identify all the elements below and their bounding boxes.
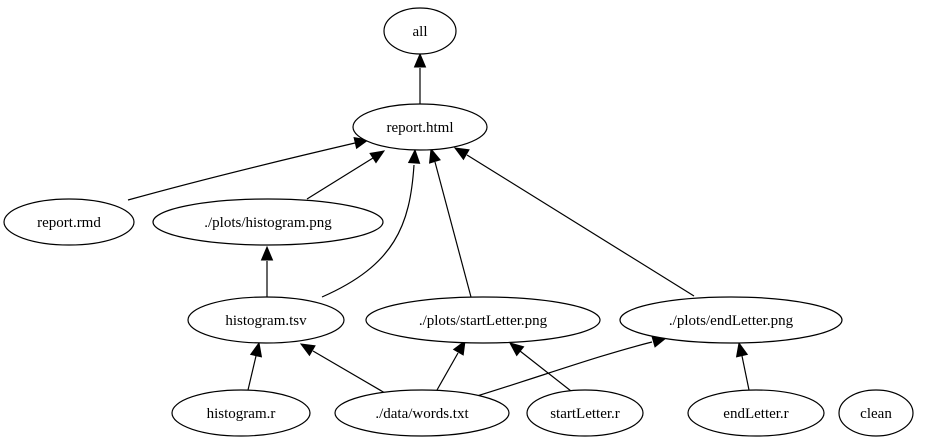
edge-words_txt-to-startLetter_png — [436, 339, 466, 391]
edge-startLetter_png-to-report_html — [428, 147, 472, 298]
edge-line — [519, 350, 572, 392]
node-endLetter_png: ./plots/endLetter.png — [619, 296, 843, 344]
node-label: clean — [860, 406, 892, 422]
node-ellipse — [838, 389, 914, 437]
arrowhead-icon — [249, 341, 263, 358]
node-ellipse — [687, 389, 825, 437]
node-histogram_r: histogram.r — [171, 389, 311, 437]
node-label: report.rmd — [37, 215, 101, 231]
node-label: ./data/words.txt — [375, 406, 469, 422]
nodes: all report.html report.rmd ./plots/histogra… — [3, 7, 914, 437]
edge-histogram_tsv-to-histogram_png — [260, 245, 274, 297]
arrowhead-icon — [413, 52, 427, 68]
node-label: histogram.tsv — [225, 313, 307, 329]
edge-report_html-to-all — [413, 52, 427, 104]
node-endLetter_r: endLetter.r — [687, 389, 825, 437]
edge-line — [321, 164, 415, 298]
node-all: all — [383, 7, 457, 55]
arrowhead-icon — [407, 148, 421, 164]
edge-line — [247, 355, 257, 391]
arrowhead-icon — [428, 147, 441, 164]
node-label: endLetter.r — [723, 406, 788, 422]
node-startLetter_png: ./plots/startLetter.png — [365, 296, 601, 344]
edge-endLetter_r-to-endLetter_png — [735, 341, 750, 391]
node-report_rmd: report.rmd — [3, 198, 135, 246]
edge-words_txt-to-endLetter_png — [476, 335, 668, 397]
node-label: ./plots/histogram.png — [204, 215, 332, 231]
node-ellipse — [526, 389, 644, 437]
edge-histogram_png-to-report_html — [306, 150, 386, 200]
arrowhead-icon — [260, 245, 274, 261]
node-ellipse — [352, 103, 488, 151]
edge-line — [476, 341, 653, 397]
edges — [127, 52, 750, 397]
node-label: startLetter.r — [550, 406, 620, 422]
arrowhead-icon — [508, 342, 525, 357]
node-label: report.html — [386, 120, 453, 136]
node-label: histogram.r — [207, 406, 276, 422]
edge-startLetter_r-to-startLetter_png — [508, 342, 572, 392]
node-ellipse — [365, 296, 601, 344]
node-report_html: report.html — [352, 103, 488, 151]
node-label: ./plots/startLetter.png — [419, 313, 548, 329]
arrowhead-icon — [452, 339, 466, 356]
node-ellipse — [171, 389, 311, 437]
arrowhead-icon — [735, 341, 749, 358]
edge-report_rmd-to-report_html — [127, 136, 370, 201]
edge-histogram_r-to-histogram_tsv — [247, 341, 263, 391]
node-words_txt: ./data/words.txt — [334, 389, 510, 437]
node-clean: clean — [838, 389, 914, 437]
node-startLetter_r: startLetter.r — [526, 389, 644, 437]
node-label: ./plots/endLetter.png — [669, 313, 794, 329]
node-histogram_png: ./plots/histogram.png — [152, 198, 384, 246]
edge-histogram_tsv-to-report_html — [321, 148, 421, 298]
node-label: all — [413, 24, 428, 40]
node-ellipse — [187, 296, 345, 344]
edge-line — [127, 142, 356, 201]
arrowhead-icon — [453, 147, 470, 161]
edge-line — [466, 154, 695, 297]
node-histogram_tsv: histogram.tsv — [187, 296, 345, 344]
edge-line — [434, 161, 472, 298]
edge-line — [741, 355, 750, 391]
node-ellipse — [334, 389, 510, 437]
edge-line — [436, 352, 459, 391]
edge-endLetter_png-to-report_html — [453, 147, 695, 297]
edge-line — [306, 157, 374, 200]
arrowhead-icon — [369, 150, 386, 164]
node-ellipse — [152, 198, 384, 246]
node-ellipse — [383, 7, 457, 55]
node-ellipse — [3, 198, 135, 246]
node-ellipse — [619, 296, 843, 344]
arrowhead-icon — [299, 343, 316, 357]
edge-words_txt-to-histogram_tsv — [299, 343, 386, 394]
edge-line — [312, 350, 386, 394]
